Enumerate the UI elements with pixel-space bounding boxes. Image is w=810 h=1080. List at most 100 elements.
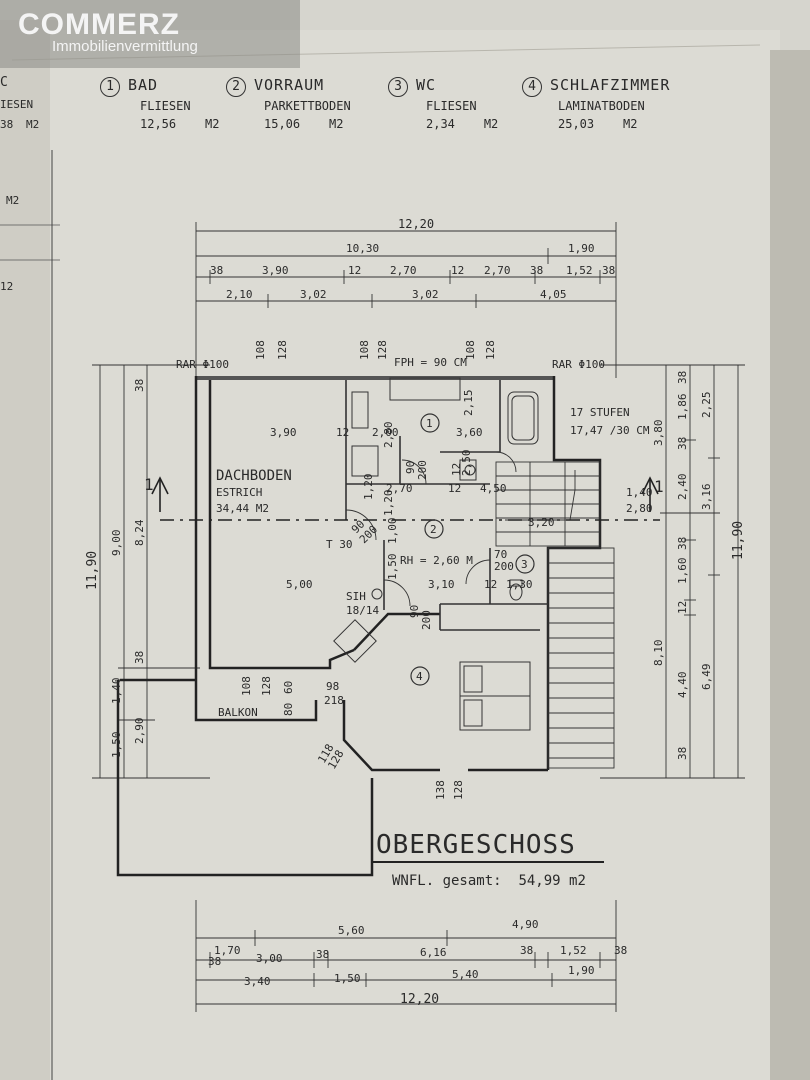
- interior-dim: 3,90: [270, 426, 297, 439]
- left-fragment: M2: [26, 118, 39, 131]
- t30-note: T 30: [326, 538, 353, 551]
- interior-dim: 200: [416, 460, 429, 480]
- rh-note: RH = 2,60 M: [400, 554, 473, 567]
- right-dim: 3,80: [652, 420, 665, 447]
- window-dim: 218: [324, 694, 344, 707]
- right-dim: 3,16: [700, 484, 713, 511]
- total-living-area: WNFL. gesamt: 54,99 m2: [392, 873, 586, 889]
- right-dim: 1,60: [676, 558, 689, 585]
- left-fragment: IESEN: [0, 98, 33, 111]
- dachboden-name: DACHBODEN: [216, 468, 292, 484]
- staircase: [495, 461, 615, 769]
- top-dim: 1,52: [566, 264, 593, 277]
- room-3-circle: [515, 554, 535, 574]
- left-overall-dim: 11,90: [85, 551, 100, 590]
- interior-dim: 2,50: [460, 450, 473, 477]
- interior-dim: 1,30: [506, 578, 533, 591]
- bottom-dim: 3,00: [256, 952, 283, 965]
- door-swings: [345, 451, 517, 607]
- legend-number: 2: [226, 77, 246, 97]
- interior-dim: 2,80: [626, 502, 653, 515]
- plan-title: OBERGESCHOSS: [376, 830, 576, 860]
- interior-dim: 200: [494, 560, 514, 573]
- right-dimension-lines: [600, 364, 745, 779]
- left-dim: 1,40: [110, 678, 123, 705]
- interior-walls: [345, 380, 548, 631]
- legend-floor: FLIESEN: [426, 99, 477, 113]
- legend-unit: M2: [483, 117, 499, 131]
- top-dim: 2,10: [226, 288, 253, 301]
- window-dim: 80: [282, 703, 295, 716]
- top-dim: 38: [210, 264, 223, 277]
- top-dim-10-30: 10,30: [346, 242, 379, 255]
- top-dim: 12: [451, 264, 464, 277]
- room-1-circle: [420, 413, 440, 433]
- bottom-dim: 3,40: [244, 975, 271, 988]
- bottom-dim: 1,52: [560, 944, 587, 957]
- bottom-dim: 5,40: [452, 968, 479, 981]
- legend-room-name: SCHLAFZIMMER: [550, 76, 671, 94]
- window-dim: 128: [260, 676, 273, 696]
- sih-dim-note: 18/14: [346, 604, 379, 617]
- top-dim: 2,70: [484, 264, 511, 277]
- window-dim: 138: [434, 780, 447, 800]
- legend-area: 15,06: [264, 117, 301, 131]
- rar-left-note: RAR Φ100: [176, 358, 229, 371]
- legend-room-name: BAD: [128, 76, 159, 94]
- top-dim: 38: [602, 264, 615, 277]
- bottom-dim: 38: [316, 948, 329, 961]
- right-dim: 8,10: [652, 640, 665, 667]
- interior-dim: 70: [494, 548, 507, 561]
- left-dim: 9,00: [110, 530, 123, 557]
- left-dim: 38: [133, 651, 146, 664]
- window-dim: 128: [452, 780, 465, 800]
- bottom-overall-dim: 12,20: [400, 992, 439, 1007]
- balkon-label: BALKON: [218, 706, 258, 719]
- right-dim: 6,49: [700, 664, 713, 691]
- top-dim-1-90: 1,90: [568, 242, 595, 255]
- top-dim: 3,90: [262, 264, 289, 277]
- left-dim: 8,24: [133, 519, 146, 546]
- room-2-circle: [424, 519, 444, 539]
- fph-note: FPH = 90 CM: [394, 356, 467, 369]
- legend-unit: M2: [205, 117, 220, 131]
- right-dim: 2,40: [676, 474, 689, 501]
- top-overall-dim: 12,20: [398, 217, 434, 231]
- window-dim: 128: [376, 340, 389, 360]
- interior-dim: 2,80: [382, 422, 395, 449]
- dachboden-floor: ESTRICH: [216, 486, 262, 499]
- section-mark-right: 1: [654, 477, 664, 496]
- left-fragment: 38: [0, 118, 13, 131]
- top-dimension-lines: [195, 222, 617, 378]
- legend-area: 2,34: [426, 117, 455, 131]
- window-dim: 60: [282, 681, 295, 694]
- legend-floor: LAMINATBODEN: [558, 99, 645, 113]
- dachboden-area: 34,44 M2: [216, 502, 269, 515]
- room-num-2: 2: [430, 523, 437, 536]
- right-dim: 38: [676, 437, 689, 450]
- bottom-dim: 38: [614, 944, 627, 957]
- interior-dim: 1,00: [386, 518, 399, 545]
- bottom-dimension-lines: [195, 900, 617, 1012]
- top-dim: 2,70: [390, 264, 417, 277]
- sih-mark: [371, 588, 383, 600]
- bottom-dim: 1,90: [568, 964, 595, 977]
- interior-dim: 2,15: [462, 390, 475, 417]
- brand-logo: COMMERZ Immobilienvermittlung: [18, 8, 198, 55]
- wardrobe: [333, 619, 377, 663]
- legend-room-name: WC: [416, 76, 437, 94]
- bottom-dim: 1,50: [334, 972, 361, 985]
- bottom-dim: 5,60: [338, 924, 365, 937]
- left-fragment: M2: [6, 194, 19, 207]
- interior-dim: 12: [336, 426, 349, 439]
- interior-dim: 2,70: [386, 482, 413, 495]
- legend-floor: PARKETTBODEN: [264, 99, 351, 113]
- right-dim: 38: [676, 371, 689, 384]
- legend-unit: M2: [329, 117, 344, 131]
- top-dim: 4,05: [540, 288, 567, 301]
- top-dim: 3,02: [412, 288, 439, 301]
